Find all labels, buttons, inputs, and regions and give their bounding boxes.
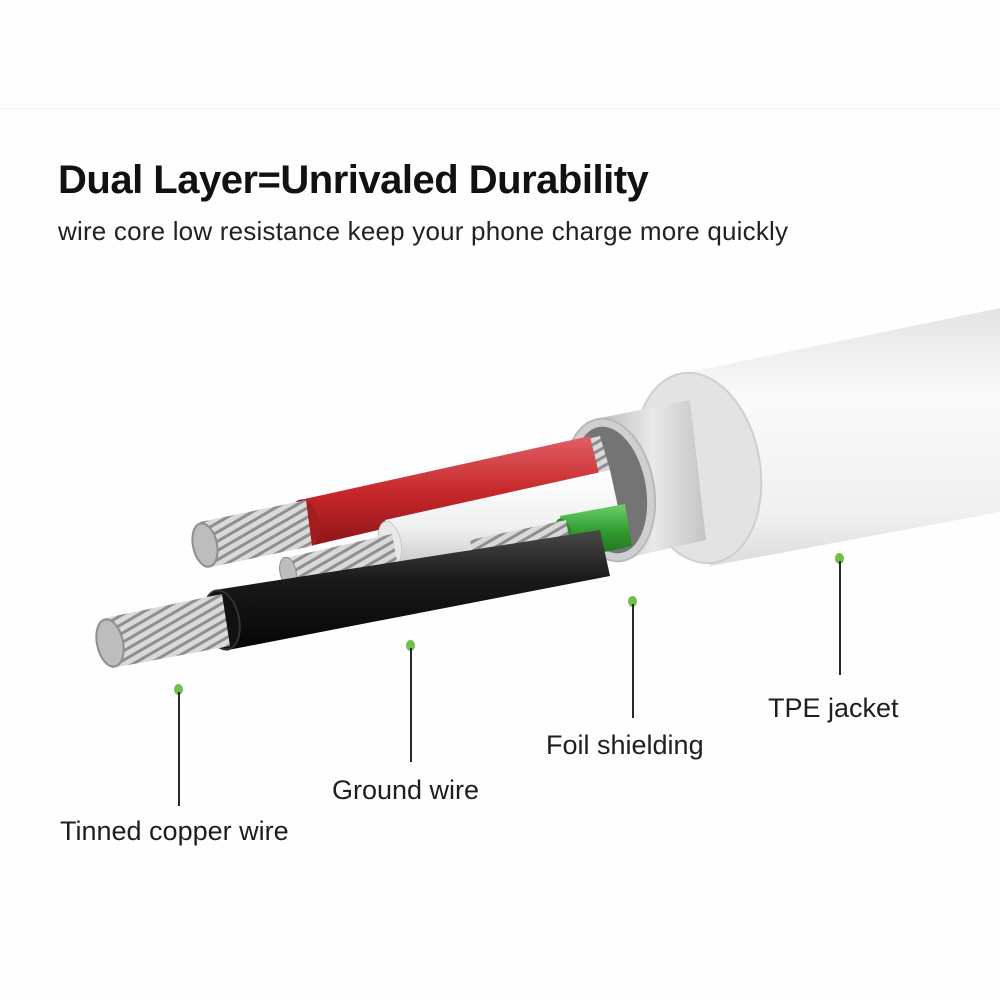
black-wire [95,530,610,668]
white-wire [279,470,620,588]
callout-line [839,561,841,675]
callout-line [632,604,634,718]
page-title: Dual Layer=Unrivaled Durability [58,158,649,202]
top-divider [0,108,1000,109]
callout-dot-icon [835,553,844,564]
callout-line [178,692,180,806]
label-tpe-jacket: TPE jacket [768,693,899,723]
label-foil-shielding: Foil shielding [546,730,704,760]
label-ground-wire: Ground wire [332,775,480,805]
red-wire [191,436,610,568]
callout-dot-icon [174,684,183,695]
page-subtitle: wire core low resistance keep your phone… [58,216,789,246]
callout-dot-icon [406,640,415,651]
label-tinned-copper-wire: Tinned copper wire [60,816,289,846]
callout-line [410,648,412,762]
callout-dot-icon [628,596,637,607]
